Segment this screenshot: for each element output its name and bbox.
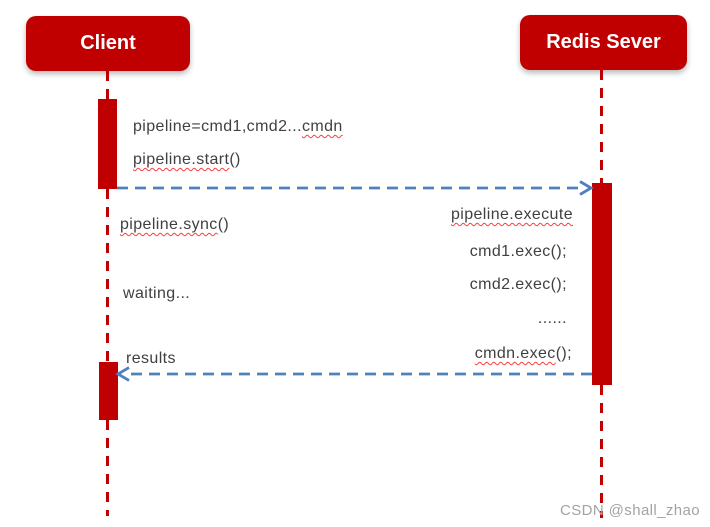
results-return-arrow xyxy=(115,366,592,382)
pipeline-request-arrow xyxy=(117,180,594,196)
label-waiting: waiting... xyxy=(123,285,191,302)
label-pipeline-start: pipeline.start() xyxy=(133,151,241,169)
redis-server-actor-box: Redis Sever xyxy=(520,15,687,70)
label-cmdn-exec: cmdn.exec(); xyxy=(475,345,572,363)
cmdn-exec-misspelled: cmdn.exec xyxy=(474,345,556,362)
server-lifeline-segment-1 xyxy=(600,70,603,183)
server-activation-bar xyxy=(592,183,612,385)
label-pipeline-execute: pipeline.execute xyxy=(451,206,573,224)
label-pipeline-definition: pipeline=cmd1,cmd2...cmdn xyxy=(133,118,343,136)
client-lifeline-segment-1 xyxy=(106,71,109,100)
client-lifeline-segment-3 xyxy=(106,420,109,516)
client-actor-box: Client xyxy=(26,16,190,71)
client-actor-label: Client xyxy=(80,32,136,54)
pipeline-start-misspelled: pipeline.start xyxy=(133,151,230,168)
client-activation-bar-2 xyxy=(99,362,118,420)
label-cmd1-exec: cmd1.exec(); xyxy=(469,243,567,260)
redis-server-actor-label: Redis Sever xyxy=(546,31,661,53)
pipeline-execute-misspelled: pipeline.execute xyxy=(450,206,573,223)
client-activation-bar-1 xyxy=(98,99,117,189)
pipeline-definition-text: pipeline=cmd1,cmd2... xyxy=(133,118,302,135)
client-lifeline-segment-2 xyxy=(106,189,109,362)
cmdn-exec-parens: (); xyxy=(555,345,572,362)
label-ellipsis: ...... xyxy=(537,310,567,327)
pipeline-definition-misspelled: cmdn xyxy=(301,118,343,135)
csdn-watermark: CSDN @shall_zhao xyxy=(560,502,701,519)
label-cmd2-exec: cmd2.exec(); xyxy=(469,276,567,293)
server-lifeline-segment-2 xyxy=(600,385,603,518)
label-results: results xyxy=(126,350,176,367)
label-pipeline-sync: pipeline.sync() xyxy=(120,216,229,234)
pipeline-start-parens: () xyxy=(229,151,241,168)
pipeline-sync-misspelled: pipeline.sync xyxy=(120,216,218,233)
pipeline-sync-parens: () xyxy=(217,216,230,233)
